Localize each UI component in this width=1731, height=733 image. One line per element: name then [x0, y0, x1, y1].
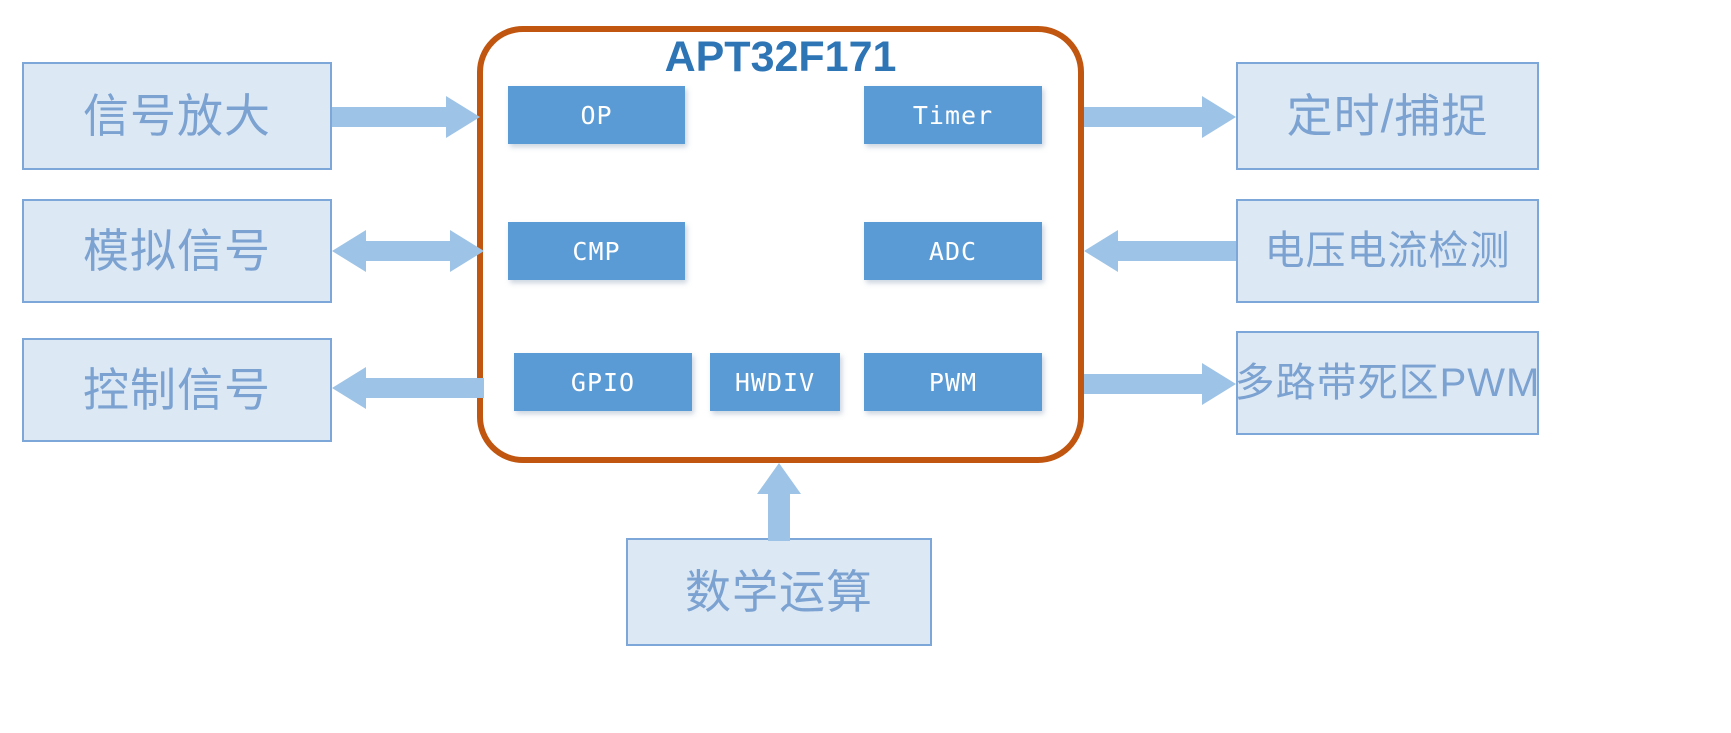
io-box-signal-amplify[interactable]: 信号放大: [22, 62, 332, 170]
module-label: HWDIV: [734, 367, 816, 397]
module-label: CMP: [572, 236, 621, 266]
io-box-analog-signal[interactable]: 模拟信号: [22, 199, 332, 303]
module-label: Timer: [912, 100, 994, 130]
io-box-label: 模拟信号: [83, 225, 271, 277]
chip-title: APT32F171: [664, 33, 897, 81]
module-label: GPIO: [570, 367, 636, 397]
module-gpio[interactable]: GPIO: [514, 353, 692, 411]
module-hwdiv[interactable]: HWDIV: [710, 353, 840, 411]
arrow-signal-amplify-to-op: [332, 96, 480, 138]
module-adc[interactable]: ADC: [864, 222, 1042, 280]
arrow-analog-signal-cmp-bidirectional: [332, 230, 484, 272]
io-box-label: 定时/捕捉: [1286, 90, 1489, 142]
io-box-control-signal[interactable]: 控制信号: [22, 338, 332, 442]
io-box-label: 电压电流检测: [1264, 229, 1511, 273]
module-label: ADC: [928, 236, 978, 266]
arrow-gpio-to-control-signal: [332, 367, 484, 409]
module-cmp[interactable]: CMP: [508, 222, 685, 280]
io-box-label: 控制信号: [83, 364, 271, 416]
mcu-chip-container: [477, 26, 1084, 463]
arrow-voltage-current-detect-to-adc: [1084, 230, 1236, 272]
io-box-math-operation[interactable]: 数学运算: [626, 538, 932, 646]
module-label: PWM: [928, 367, 978, 397]
arrow-math-operation-to-hwdiv: [757, 463, 801, 541]
arrow-pwm-to-multichannel-deadtime-pwm: [1084, 363, 1236, 405]
module-pwm[interactable]: PWM: [864, 353, 1042, 411]
io-box-label: 信号放大: [83, 90, 271, 142]
io-box-multichannel-deadtime-pwm[interactable]: 多路带死区PWM: [1234, 331, 1541, 435]
module-label: OP: [580, 100, 613, 130]
io-box-timing-capture[interactable]: 定时/捕捉: [1236, 62, 1539, 170]
module-op[interactable]: OP: [508, 86, 685, 144]
module-timer[interactable]: Timer: [864, 86, 1042, 144]
io-box-voltage-current-detect[interactable]: 电压电流检测: [1236, 199, 1539, 303]
arrow-timer-to-timing-capture: [1084, 96, 1236, 138]
io-box-label: 多路带死区PWM: [1234, 361, 1541, 405]
io-box-label: 数学运算: [685, 566, 873, 618]
